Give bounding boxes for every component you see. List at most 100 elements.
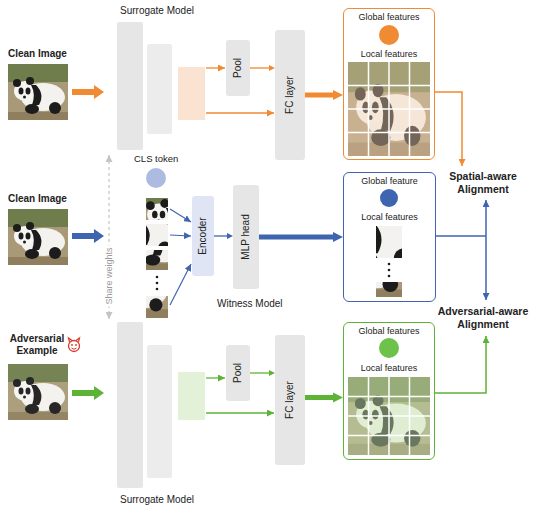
layer-label: Pool [232, 363, 244, 383]
feature-label: Local features [361, 212, 418, 223]
input-arrow [72, 85, 104, 99]
mlp-head: MLP head [233, 185, 259, 289]
connector-arrow [259, 235, 333, 240]
ellipsis-dots [388, 263, 391, 278]
connector-arrow [250, 67, 269, 68]
local-feature-grid [348, 85, 430, 87]
local-feature-patches [327, 188, 425, 278]
feature-box: Global featureLocal features [343, 172, 436, 302]
surrogate-layers [178, 67, 205, 120]
alignment-line [435, 336, 486, 393]
local-feature-grid [348, 435, 430, 437]
local-feature-grid [348, 62, 430, 156]
surrogate-layers [117, 322, 143, 488]
encoder-block: Encoder [192, 196, 214, 276]
image-patch [126, 211, 192, 273]
local-feature-patches [327, 188, 425, 300]
feature-label: Local features [361, 363, 418, 374]
feature-label: Global features [358, 326, 419, 337]
surrogate-layers [117, 22, 205, 150]
devil-icon [72, 348, 77, 349]
alignment-label: Spatial-aware Alignment [434, 170, 532, 195]
pool-layer: Pool [226, 40, 250, 96]
surrogate-layers [117, 322, 205, 488]
ellipsis-dots [156, 288, 159, 291]
connector-arrow [214, 235, 227, 236]
local-feature-grid [348, 415, 430, 417]
feature-label: Global features [358, 12, 419, 23]
ellipsis-dots [388, 275, 391, 278]
devil-icon [69, 338, 80, 352]
devil-icon [75, 344, 77, 346]
input-image [8, 364, 68, 420]
input-image [8, 64, 68, 120]
global-feature-dot [379, 25, 399, 45]
connector-arrow [305, 93, 333, 98]
global-feature-dot [380, 189, 398, 207]
local-feature-grid [348, 62, 430, 156]
local-feature-patches [329, 230, 407, 300]
ellipsis-dots [156, 276, 159, 279]
model-label: Surrogate Model [120, 494, 194, 506]
input-arrow [72, 386, 104, 400]
input-image [8, 364, 68, 420]
local-feature-grid [348, 132, 430, 134]
global-feature-dot [379, 338, 399, 358]
surrogate-layers [147, 44, 172, 134]
layer-label: MLP head [240, 214, 252, 259]
connector-arrow [250, 372, 269, 373]
local-feature-grid [348, 377, 430, 455]
pool-layer: Pool [226, 345, 250, 401]
patch-arrow [170, 209, 191, 222]
image-patch [126, 211, 192, 273]
feature-arrow [206, 377, 225, 378]
fc-layer: FC layer [275, 335, 305, 465]
local-feature-grid [348, 377, 430, 455]
connector-arrow [305, 395, 333, 400]
feature-arrow [206, 67, 225, 68]
devil-icon [69, 338, 73, 342]
local-feature-grid [348, 377, 430, 455]
surrogate-layers [178, 372, 205, 420]
alignment-line [435, 92, 462, 166]
local-feature-patches [329, 230, 407, 300]
local-feature-grid [348, 396, 430, 398]
feature-box: Global featuresLocal features [343, 8, 435, 160]
local-feature-grid [348, 62, 430, 156]
input-label: Clean Image [8, 48, 67, 60]
feature-label: Local features [361, 49, 418, 60]
ellipsis-dots [156, 282, 159, 285]
layer-label: FC layer [284, 381, 296, 419]
devil-icon [69, 341, 80, 352]
input-label: Adversarial Example [6, 333, 68, 357]
local-feature-grid [348, 62, 430, 156]
annotation: Share weights [104, 245, 115, 306]
input-arrow [72, 229, 104, 243]
feature-box: Global featuresLocal features [343, 322, 435, 460]
devil-icon [76, 338, 80, 342]
ellipsis-dots [156, 276, 159, 291]
input-image [8, 209, 68, 265]
local-feature-grid [348, 377, 430, 455]
alignment-label: Adversarial-aware Alignment [434, 305, 532, 330]
surrogate-layers [117, 22, 143, 150]
alignment-line [436, 235, 486, 237]
layer-label: Pool [232, 58, 244, 78]
model-label: Surrogate Model [120, 5, 194, 17]
token-label: CLS token [134, 153, 178, 164]
input-label: Clean Image [8, 193, 67, 205]
alignment-line [485, 200, 487, 236]
input-image [8, 364, 68, 420]
input-image [8, 209, 68, 265]
model-label: Witness Model [217, 298, 283, 310]
patch-arrow [170, 235, 191, 236]
patch-arrow [170, 264, 191, 305]
local-feature-patches [327, 188, 425, 278]
surrogate-layers [147, 345, 172, 478]
ellipsis-dots [388, 263, 391, 266]
local-feature-grid [348, 108, 430, 110]
input-image [8, 64, 68, 120]
layer-label: Encoder [197, 217, 209, 254]
